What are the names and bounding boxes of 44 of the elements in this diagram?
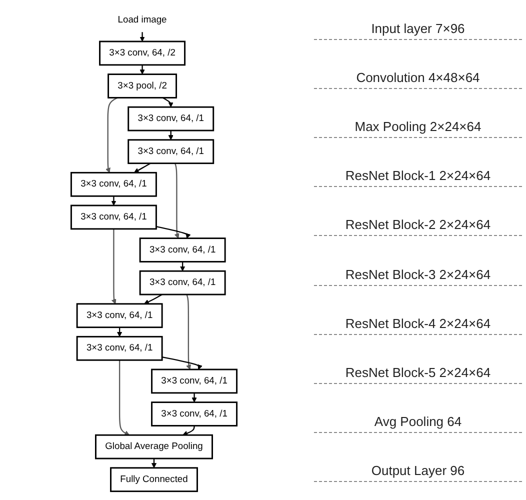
node-box: 3×3 conv, 64, /1 — [76, 336, 163, 361]
node-box: Global Average Pooling — [95, 434, 213, 460]
arrow — [134, 162, 151, 173]
arrow — [106, 97, 118, 173]
node-box: 3×3 conv, 64, /1 — [151, 402, 238, 426]
layer-note: Input layer 7×96 — [314, 18, 522, 40]
arrow — [174, 163, 180, 239]
arrow — [140, 64, 145, 75]
node-box: 3×3 pool, /2 — [108, 74, 178, 98]
arrow — [162, 356, 202, 370]
node-box: 3×3 conv, 64, /1 — [139, 270, 226, 296]
arrow — [111, 196, 116, 206]
layer-note: ResNet Block-3 2×24×64 — [314, 264, 522, 286]
arrow — [118, 360, 130, 436]
arrow — [182, 426, 195, 436]
arrow — [180, 262, 186, 272]
arrow — [192, 392, 197, 403]
layer-note: Output Layer 96 — [314, 460, 522, 482]
node-box: 3×3 conv, 64, /1 — [139, 238, 226, 262]
node-box: 3×3 conv, 64, /2 — [99, 40, 186, 66]
layer-note: ResNet Block-4 2×24×64 — [314, 312, 522, 335]
node-text: Load image — [118, 15, 167, 26]
node-box: 3×3 conv, 64, /1 — [128, 139, 214, 164]
arrow — [156, 226, 191, 239]
layer-note: ResNet Block-1 2×24×64 — [314, 165, 522, 188]
arrow — [151, 458, 157, 468]
node-box: 3×3 conv, 64, /1 — [151, 368, 238, 394]
arrow — [168, 130, 174, 140]
arrow — [186, 294, 191, 370]
arrow — [140, 32, 145, 42]
node-box: 3×3 conv, 64, /1 — [76, 303, 163, 328]
node-box: 3×3 conv, 64, /1 — [70, 172, 157, 197]
layer-note: ResNet Block-5 2×24×64 — [314, 362, 522, 384]
layer-note: ResNet Block-2 2×24×64 — [314, 214, 522, 236]
arrow — [144, 294, 162, 304]
layer-note: Convolution 4×48×64 — [314, 66, 522, 89]
arrow — [117, 327, 122, 337]
node-box: 3×3 conv, 64, /1 — [128, 106, 214, 132]
layer-note: Max Pooling 2×24×64 — [314, 116, 522, 138]
node-box: Fully Connected — [110, 467, 198, 492]
node-box: 3×3 conv, 64, /1 — [70, 204, 157, 230]
arrow — [162, 97, 174, 108]
arrow — [111, 228, 116, 304]
layer-note: Avg Pooling 64 — [314, 411, 522, 434]
